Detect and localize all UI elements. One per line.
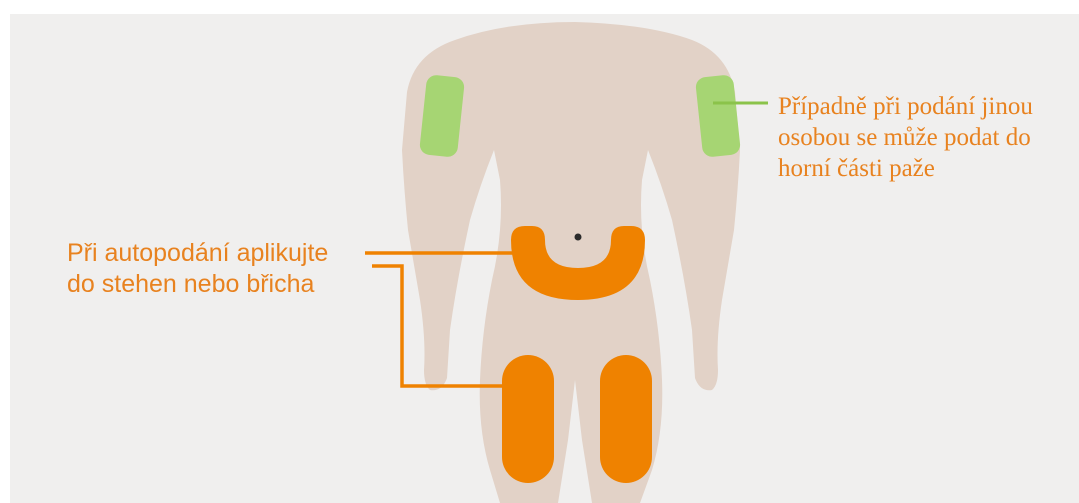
other-person-label-line3: horní části paže [778, 153, 1078, 184]
other-person-label-line2: osobou se může podat do [778, 122, 1078, 153]
right-thigh-zone [600, 355, 652, 483]
self-injection-label-line2: do stehen nebo břicha [67, 269, 328, 300]
other-person-label: Případně při podání jinou osobou se může… [778, 91, 1078, 184]
self-injection-label: Při autopodání aplikujte do stehen nebo … [67, 238, 328, 300]
navel-mark [575, 234, 582, 241]
other-person-label-line1: Případně při podání jinou [778, 91, 1078, 122]
left-thigh-zone [502, 355, 554, 483]
self-injection-label-line1: Při autopodání aplikujte [67, 238, 328, 269]
